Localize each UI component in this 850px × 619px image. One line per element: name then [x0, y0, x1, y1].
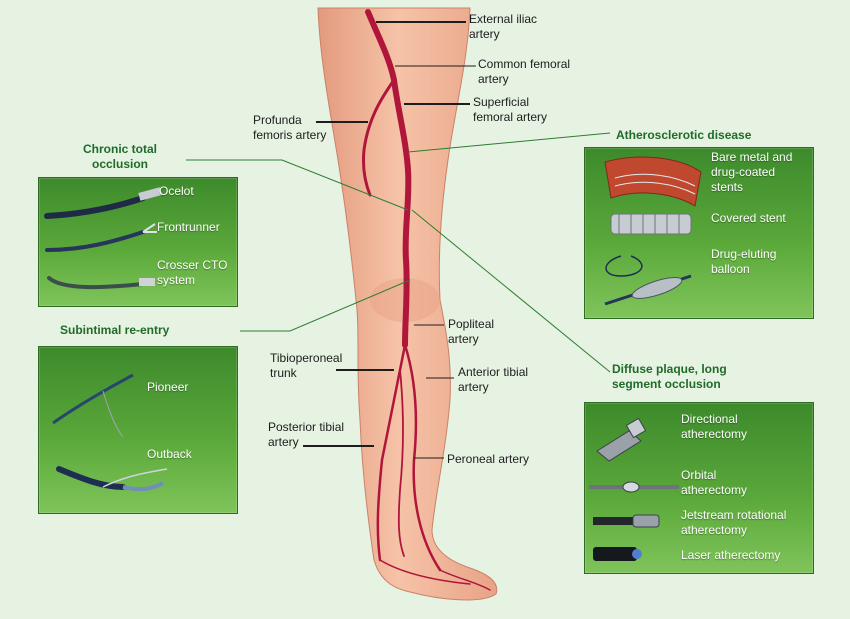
- laser-atherectomy-label: Laser atherectomy: [681, 548, 781, 562]
- profunda-femoris-label: Profunda femoris artery: [253, 113, 327, 142]
- bare-metal-stents-label: Bare metal and drug-coated stents: [711, 150, 793, 194]
- ocelot-label: Ocelot: [159, 184, 194, 198]
- outback-label: Outback: [147, 447, 192, 461]
- diffuse-device-images: [589, 417, 679, 561]
- atherosclerotic-panel: Bare metal and drug-coated stents Covere…: [584, 147, 814, 319]
- frontrunner-label: Frontrunner: [157, 220, 220, 234]
- common-femoral-label: Common femoral artery: [478, 57, 571, 86]
- cto-device-images: [44, 187, 162, 290]
- leader-lines: [303, 21, 476, 459]
- drug-eluting-balloon-label: Drug-eluting balloon: [711, 247, 777, 276]
- atherosclerotic-heading: Atherosclerotic disease: [616, 128, 752, 142]
- subintimal-device-images: [52, 373, 168, 492]
- cto-heading: Chronic total occlusion: [83, 142, 157, 171]
- peroneal-label: Peroneal artery: [447, 452, 530, 466]
- posterior-tibial-label: Posterior tibial artery: [268, 420, 345, 449]
- tibioperoneal-label: Tibioperoneal trunk: [270, 351, 343, 380]
- superficial-femoral-label: Superficial femoral artery: [473, 95, 548, 124]
- athero-device-images: [604, 156, 702, 306]
- crosser-label: Crosser CTO system: [157, 258, 228, 287]
- diffuse-panel: Directional atherectomy Orbital atherect…: [584, 402, 814, 574]
- popliteal-label: Popliteal artery: [448, 317, 495, 346]
- orbital-atherectomy-label: Orbital atherectomy: [681, 468, 748, 497]
- cto-panel: Ocelot Frontrunner Crosser CTO system: [38, 177, 238, 307]
- external-iliac-label: External iliac artery: [469, 12, 538, 41]
- pioneer-label: Pioneer: [147, 380, 189, 394]
- arteries: [362, 9, 491, 591]
- covered-stent-label: Covered stent: [711, 211, 786, 225]
- diffuse-heading: Diffuse plaque, long segment occlusion: [612, 362, 727, 391]
- section-lines: [186, 132, 611, 373]
- subintimal-heading: Subintimal re-entry: [60, 323, 170, 337]
- subintimal-panel: Pioneer Outback: [38, 346, 238, 514]
- jetstream-atherectomy-label: Jetstream rotational atherectomy: [681, 508, 787, 537]
- directional-atherectomy-label: Directional atherectomy: [681, 412, 748, 441]
- anterior-tibial-label: Anterior tibial artery: [458, 365, 529, 394]
